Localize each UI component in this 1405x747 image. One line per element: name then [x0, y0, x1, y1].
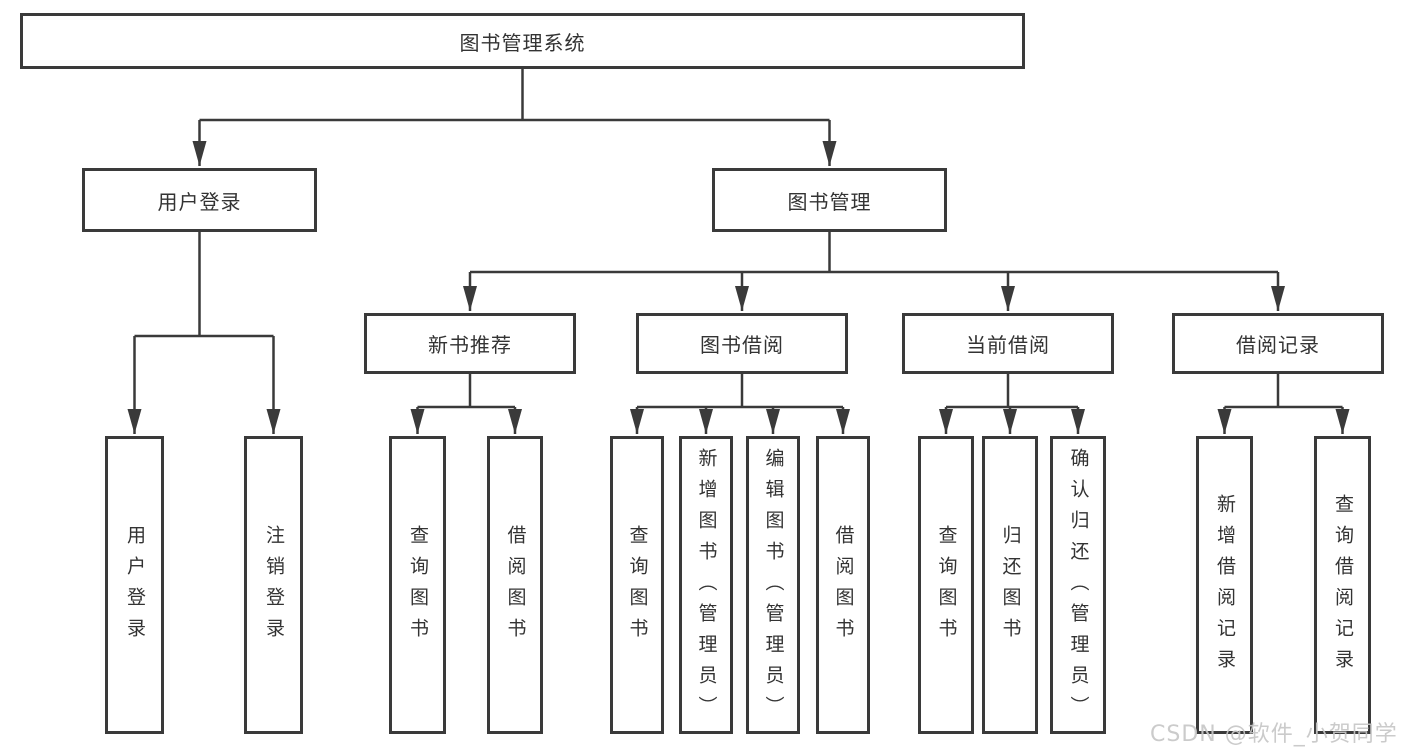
leaf-newbook-query-books: 查询图书 — [389, 436, 446, 734]
csdn-watermark: CSDN @软件_小贺同学 — [1150, 722, 1398, 747]
node-user-login: 用户登录 — [82, 168, 317, 232]
leaf-records-query-record: 查询借阅记录 — [1314, 436, 1371, 734]
leaf-borrow-borrow-books: 借阅图书 — [816, 436, 870, 734]
connector-borrow-records — [1217, 374, 1350, 434]
connector-new-book — [410, 374, 522, 434]
leaf-newbook-borrow-books: 借阅图书 — [487, 436, 543, 734]
leaf-borrow-query-books: 查询图书 — [610, 436, 664, 734]
node-book-borrow: 图书借阅 — [636, 313, 848, 374]
node-new-book-recommend: 新书推荐 — [364, 313, 576, 374]
leaf-current-return-books: 归还图书 — [982, 436, 1038, 734]
leaf-records-add-record: 新增借阅记录 — [1196, 436, 1253, 734]
connector-current-borrow — [939, 374, 1085, 434]
leaf-borrow-edit-books-admin: 编辑图书（管理员） — [746, 436, 800, 734]
leaf-current-query-books: 查询图书 — [918, 436, 974, 734]
leaf-user-login: 用户登录 — [105, 436, 164, 734]
node-root-library-system: 图书管理系统 — [20, 13, 1025, 69]
connector-root — [192, 68, 837, 166]
leaf-current-confirm-return-admin: 确认归还（管理员） — [1050, 436, 1106, 734]
node-borrow-records: 借阅记录 — [1172, 313, 1384, 374]
leaf-logout: 注销登录 — [244, 436, 303, 734]
connector-book-borrow — [630, 374, 850, 434]
leaf-borrow-add-books-admin: 新增图书（管理员） — [679, 436, 733, 734]
connector-user-login — [127, 232, 281, 434]
connector-book-mgmt — [463, 232, 1285, 311]
node-current-borrow: 当前借阅 — [902, 313, 1114, 374]
node-book-management: 图书管理 — [712, 168, 947, 232]
